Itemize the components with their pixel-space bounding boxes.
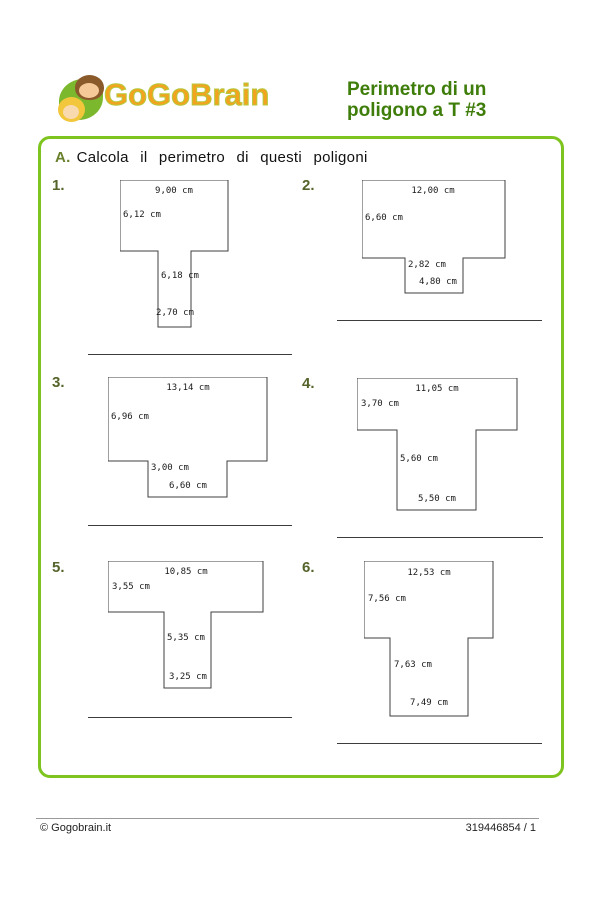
problem-2-left-measure: 6,60 cm bbox=[365, 213, 403, 223]
problem-6-stem-measure: 7,63 cm bbox=[394, 660, 432, 670]
t-polygon-3 bbox=[108, 377, 268, 498]
problem-1-answer-line bbox=[88, 354, 292, 355]
section-letter: A. bbox=[55, 149, 71, 166]
problem-3-answer-line bbox=[88, 525, 292, 526]
problem-5-answer-line bbox=[88, 717, 292, 718]
problem-2-bottom-measure: 4,80 cm bbox=[419, 277, 457, 287]
t-polygon-4 bbox=[357, 378, 518, 511]
problem-3-top-measure: 13,14 cm bbox=[166, 383, 210, 393]
problem-4-top-measure: 11,05 cm bbox=[415, 384, 459, 394]
problem-3-bottom-measure: 6,60 cm bbox=[169, 481, 207, 491]
problem-4-number: 4. bbox=[302, 375, 315, 392]
problem-3-shape: 13,14 cm 6,96 cm 3,00 cm 6,60 cm bbox=[108, 377, 269, 499]
worksheet-title-line2: poligono a T #3 bbox=[347, 100, 487, 121]
problem-5-left-measure: 3,55 cm bbox=[112, 582, 150, 592]
problem-5-stem-measure: 5,35 cm bbox=[167, 633, 205, 643]
problem-6-shape: 12,53 cm 7,56 cm 7,63 cm 7,49 cm bbox=[364, 561, 495, 718]
problem-3-stem-measure: 3,00 cm bbox=[151, 463, 189, 473]
t-polygon-6 bbox=[364, 561, 494, 717]
problem-5-top-measure: 10,85 cm bbox=[164, 567, 208, 577]
problem-4-left-measure: 3,70 cm bbox=[361, 399, 399, 409]
footer-divider bbox=[36, 818, 539, 819]
problem-6-left-measure: 7,56 cm bbox=[368, 594, 406, 604]
t-polygon-5 bbox=[108, 561, 264, 689]
t-polygon-2 bbox=[362, 180, 506, 294]
logo-wordmark: GoGoBrain bbox=[103, 77, 270, 113]
problem-3-number: 3. bbox=[52, 374, 65, 391]
problem-5-number: 5. bbox=[52, 559, 65, 576]
section-heading: A. Calcola il perimetro di questi poligon… bbox=[55, 149, 368, 166]
problem-4-shape: 11,05 cm 3,70 cm 5,60 cm 5,50 cm bbox=[357, 378, 519, 512]
problem-1-stem-measure: 6,18 cm bbox=[161, 271, 199, 281]
problem-1-shape: 9,00 cm 6,12 cm 6,18 cm 2,70 cm bbox=[120, 180, 230, 329]
section-instruction: Calcola il perimetro di questi poligoni bbox=[76, 149, 368, 166]
problem-4-stem-measure: 5,60 cm bbox=[400, 454, 438, 464]
problem-3-left-measure: 6,96 cm bbox=[111, 412, 149, 422]
problem-4-bottom-measure: 5,50 cm bbox=[418, 494, 456, 504]
problem-2-top-measure: 12,00 cm bbox=[411, 186, 455, 196]
worksheet-title: Perimetro di un poligono a T #3 bbox=[347, 79, 557, 121]
problem-1-bottom-measure: 2,70 cm bbox=[156, 308, 194, 318]
problem-6-number: 6. bbox=[302, 559, 315, 576]
t-polygon-1 bbox=[120, 180, 229, 328]
problem-6-top-measure: 12,53 cm bbox=[407, 568, 451, 578]
problem-5-bottom-measure: 3,25 cm bbox=[169, 672, 207, 682]
footer-doc-number: 319446854 / 1 bbox=[465, 822, 536, 834]
gogobrain-mascot-icon bbox=[57, 75, 107, 123]
footer-copyright: © Gogobrain.it bbox=[40, 822, 112, 834]
content-frame bbox=[38, 136, 564, 778]
problem-1-top-measure: 9,00 cm bbox=[155, 186, 193, 196]
problem-2-shape: 12,00 cm 6,60 cm 2,82 cm 4,80 cm bbox=[362, 180, 507, 295]
problem-1-number: 1. bbox=[52, 177, 65, 194]
problem-6-answer-line bbox=[337, 743, 542, 744]
problem-2-answer-line bbox=[337, 320, 542, 321]
problem-4-answer-line bbox=[337, 537, 543, 538]
problem-5-shape: 10,85 cm 3,55 cm 5,35 cm 3,25 cm bbox=[108, 561, 265, 690]
problem-2-stem-measure: 2,82 cm bbox=[408, 260, 446, 270]
problem-6-bottom-measure: 7,49 cm bbox=[410, 698, 448, 708]
worksheet-title-line1: Perimetro di un bbox=[347, 79, 487, 100]
problem-2-number: 2. bbox=[302, 177, 315, 194]
problem-1-left-measure: 6,12 cm bbox=[123, 210, 161, 220]
